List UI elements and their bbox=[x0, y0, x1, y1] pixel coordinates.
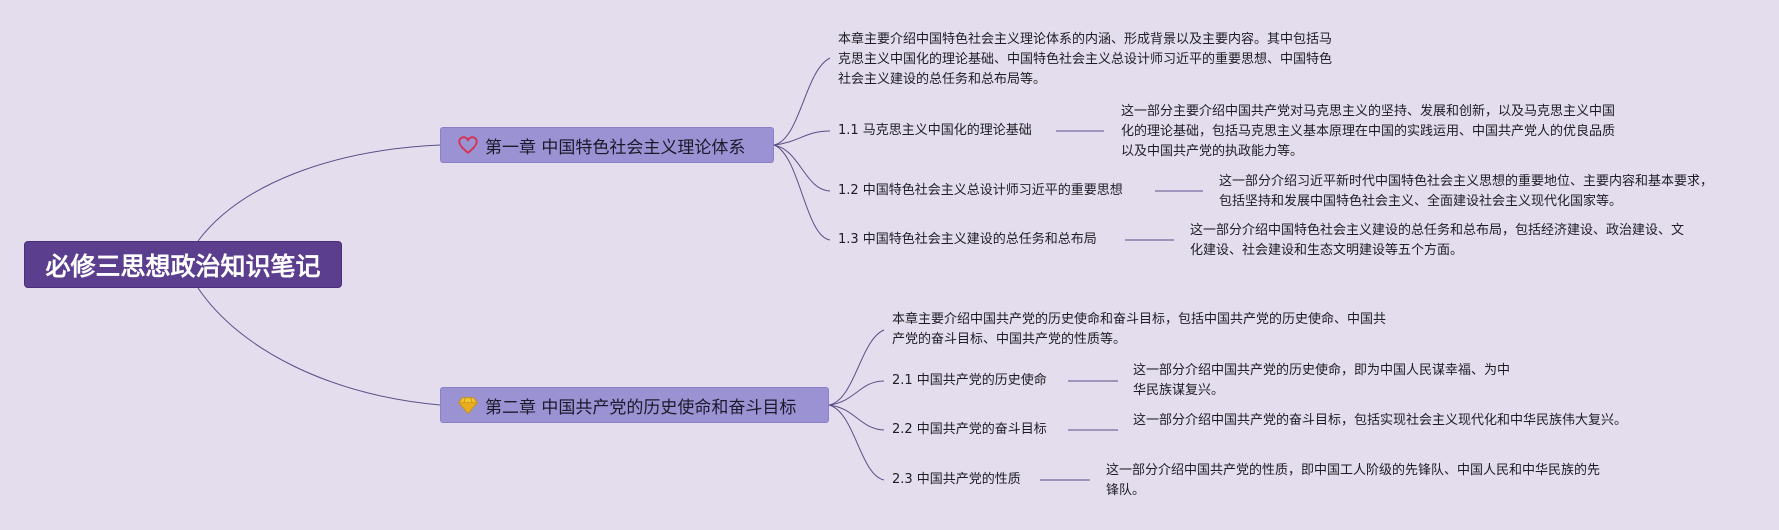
section-2-3-note: 这一部分介绍中国共产党的性质，即中国工人阶级的先锋队、中国人民和中华民族的先锋队… bbox=[1106, 463, 1601, 498]
chapter-2-label: 第二章 中国共产党的历史使命和奋斗目标 bbox=[485, 397, 797, 418]
chapter-1-summary: 本章主要介绍中国特色社会主义理论体系的内涵、形成背景以及主要内容。其中包括马克思… bbox=[838, 32, 1333, 87]
chapter-1-label: 第一章 中国特色社会主义理论体系 bbox=[485, 137, 746, 158]
section-1-3-label[interactable]: 1.3 中国特色社会主义建设的总任务和总布局 bbox=[838, 232, 1097, 247]
link-ch1-s1 bbox=[773, 130, 831, 146]
section-1-2-note: 这一部分介绍习近平新时代中国特色社会主义思想的重要地位、主要内容和基本要求，包括… bbox=[1219, 174, 1714, 209]
link-ch2-s1 bbox=[828, 380, 885, 406]
heart-icon bbox=[457, 134, 479, 156]
root-node[interactable]: 必修三思想政治知识笔记 bbox=[24, 241, 342, 288]
section-1-1-label[interactable]: 1.1 马克思主义中国化的理论基础 bbox=[838, 123, 1032, 138]
link-ch1-s2 bbox=[773, 144, 831, 192]
link-ch1-summary bbox=[773, 57, 831, 146]
link-root-ch1 bbox=[197, 144, 441, 242]
link-root-ch2 bbox=[197, 287, 441, 406]
section-2-1-note: 这一部分介绍中国共产党的历史使命，即为中国人民谋幸福、为中华民族谋复兴。 bbox=[1133, 363, 1511, 398]
link-ch2-s3 bbox=[828, 404, 885, 481]
section-2-3-label[interactable]: 2.3 中国共产党的性质 bbox=[892, 472, 1021, 487]
section-1-2-label[interactable]: 1.2 中国特色社会主义总设计师习近平的重要思想 bbox=[838, 183, 1123, 198]
link-ch2-s2 bbox=[828, 404, 885, 431]
chapter-2-node[interactable]: 第二章 中国共产党的历史使命和奋斗目标 bbox=[440, 387, 829, 423]
section-1-3-note: 这一部分介绍中国特色社会主义建设的总任务和总布局，包括经济建设、政治建设、文化建… bbox=[1190, 223, 1685, 258]
chapter-1-node[interactable]: 第一章 中国特色社会主义理论体系 bbox=[440, 127, 774, 163]
link-ch1-s3 bbox=[773, 144, 831, 241]
section-2-2-note: 这一部分介绍中国共产党的奋斗目标，包括实现社会主义现代化和中华民族伟大复兴。 bbox=[1133, 413, 1628, 428]
link-ch2-summary bbox=[828, 329, 885, 406]
section-2-1-label[interactable]: 2.1 中国共产党的历史使命 bbox=[892, 373, 1047, 388]
section-2-2-label[interactable]: 2.2 中国共产党的奋斗目标 bbox=[892, 422, 1047, 437]
gem-icon bbox=[457, 394, 479, 416]
section-1-1-note: 这一部分主要介绍中国共产党对马克思主义的坚持、发展和创新，以及马克思主义中国化的… bbox=[1121, 104, 1616, 159]
chapter-2-summary: 本章主要介绍中国共产党的历史使命和奋斗目标，包括中国共产党的历史使命、中国共产党… bbox=[892, 312, 1387, 347]
